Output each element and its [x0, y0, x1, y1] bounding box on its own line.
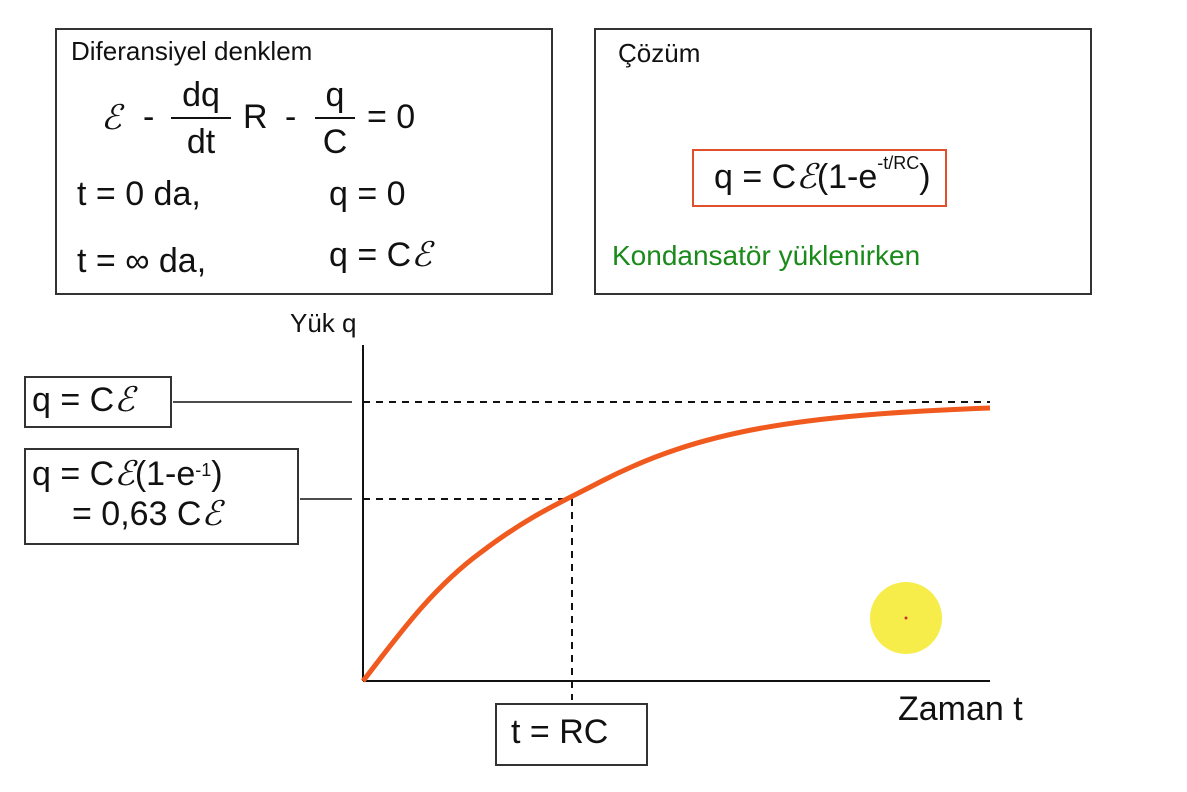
fraction-numerator: q	[325, 76, 345, 114]
charging-curve	[361, 405, 991, 683]
emf-symbol: ℰ	[114, 380, 135, 420]
tau-charge-label: q = Cℰ(1-e-1) = 0,63 Cℰ	[24, 448, 299, 545]
resistance-symbol: R	[243, 98, 268, 136]
emf-symbol: ℰ	[411, 235, 432, 275]
final-condition-time: t = ∞ da,	[77, 242, 207, 280]
emf-symbol: ℰ	[796, 157, 817, 197]
fraction-denominator: dt	[186, 123, 216, 161]
differential-equation-title: Diferansiyel denklem	[71, 36, 313, 66]
cursor-dot	[904, 616, 908, 620]
exponent: -1	[195, 460, 212, 480]
tau-charge-formula: q = Cℰ(1-e-1)	[32, 454, 223, 494]
minus-sign: -	[285, 98, 297, 136]
emf-symbol: ℰ	[101, 98, 122, 138]
equals-zero: = 0	[367, 98, 416, 136]
emf-symbol: ℰ	[201, 494, 223, 534]
fraction-bar	[315, 117, 355, 119]
initial-condition-charge: q = 0	[329, 175, 406, 213]
solution-formula: q = Cℰ(1-e-t/RC)	[692, 149, 947, 207]
solution-box: Çözüm q = Cℰ(1-e-t/RC) Kondansatör yükle…	[594, 28, 1092, 295]
solution-title: Çözüm	[618, 38, 701, 68]
fraction-bar	[171, 117, 231, 119]
dq-dt-fraction: dq dt	[171, 76, 231, 162]
initial-condition-time: t = 0 da,	[77, 175, 201, 213]
exponent: -t/RC	[877, 153, 920, 173]
minus-sign: -	[143, 98, 155, 136]
q-c-fraction: q C	[315, 76, 355, 162]
differential-equation-box: Diferansiyel denklem ℰ - dq dt R - q C =…	[55, 28, 553, 295]
fraction-numerator: dq	[182, 76, 220, 114]
time-constant-label: t = RC	[495, 703, 648, 766]
y-axis-label: Yük q	[290, 308, 357, 338]
tau-charge-value: = 0,63 Cℰ	[72, 494, 223, 534]
final-condition-charge: q = Cℰ	[329, 235, 432, 275]
charging-note: Kondansatör yüklenirken	[612, 240, 921, 271]
x-axis-label: Zaman t	[898, 690, 1023, 728]
fraction-denominator: C	[322, 123, 348, 161]
emf-symbol: ℰ	[114, 454, 135, 494]
max-charge-label: q = Cℰ	[24, 376, 172, 428]
